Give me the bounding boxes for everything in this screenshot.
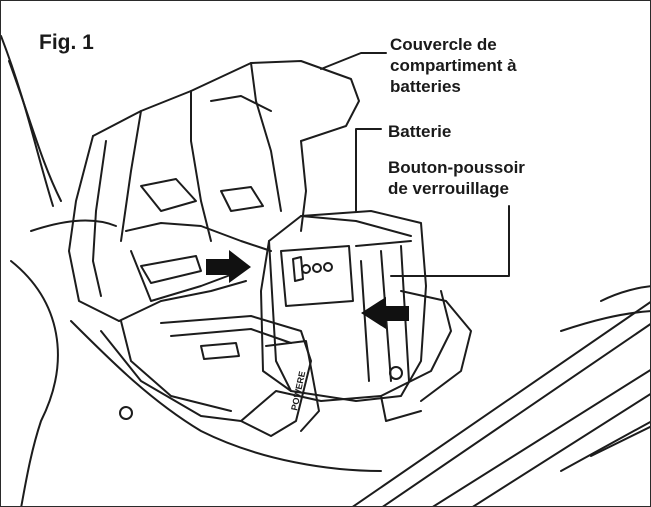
frame-bar [352, 301, 650, 506]
callout-battery: Batterie [388, 122, 452, 141]
second-battery [160, 315, 320, 437]
leader-lid [320, 52, 387, 70]
compartment-housing [100, 222, 472, 422]
figure-label: Fig. 1 [39, 31, 94, 54]
callout-lid-line3: batteries [390, 77, 461, 96]
leader-button [390, 205, 510, 277]
battery [260, 210, 427, 402]
callout-lid-line2: compartiment à [390, 56, 517, 75]
callout-button-line1: Bouton-poussoir [388, 158, 525, 177]
leader-battery [355, 128, 382, 212]
insert-arrow [206, 250, 251, 283]
callout-lid: Couvercle de compartiment à batteries [390, 34, 517, 97]
callout-locking-button: Bouton-poussoir de verrouillage [388, 157, 525, 199]
battery-compartment-lid [68, 60, 360, 322]
callout-lid-line1: Couvercle de [390, 35, 497, 54]
latch-arrow [361, 297, 409, 329]
mower-deck-outline [10, 260, 59, 506]
callout-button-line2: de verrouillage [388, 179, 509, 198]
